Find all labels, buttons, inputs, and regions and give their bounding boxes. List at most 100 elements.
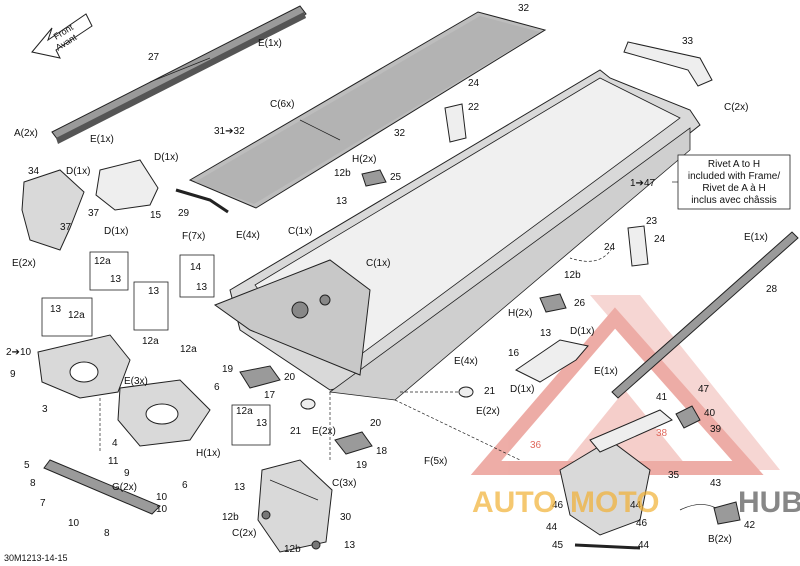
- front-bracket-4: [117, 379, 211, 447]
- callout-6-a: 6: [214, 382, 220, 393]
- callout-12a-a: 12a: [94, 256, 111, 267]
- callout-32-mid: 32: [394, 128, 406, 139]
- callout-13-b: 13: [196, 282, 208, 293]
- callout-12a-b: 12a: [68, 310, 85, 321]
- bracket-42: [713, 501, 741, 525]
- callout-c2x-b: C(2x): [232, 528, 256, 539]
- callout-2-10: 2➔10: [6, 347, 32, 358]
- callout-9-b: 9: [124, 468, 130, 479]
- callout-37-b: 37: [60, 222, 72, 233]
- callout-13-d: 13: [148, 286, 160, 297]
- callout-8-b: 8: [104, 528, 110, 539]
- slider-17: [239, 365, 281, 389]
- hinge-23: [627, 225, 649, 267]
- callout-43: 43: [710, 478, 722, 489]
- callout-13-c: 13: [50, 304, 62, 315]
- callout-34: 34: [28, 166, 40, 177]
- callout-32-top: 32: [518, 3, 530, 14]
- bracket-26: [539, 293, 567, 313]
- callout-44-a: 44: [630, 500, 642, 511]
- callout-26: 26: [574, 298, 586, 309]
- callout-39: 39: [710, 424, 722, 435]
- callout-9-a: 9: [10, 369, 16, 380]
- callout-22: 22: [468, 102, 480, 113]
- callout-7: 7: [40, 498, 46, 509]
- note-line-4: inclus avec châssis: [691, 195, 777, 206]
- callout-44-b: 44: [546, 522, 558, 533]
- callout-12a-c: 12a: [142, 336, 159, 347]
- detail-box-12a-13-pair: [41, 297, 93, 337]
- callout-e1x-top: E(1x): [258, 38, 282, 49]
- callout-d1x-e: D(1x): [510, 384, 534, 395]
- callout-19-b: 19: [356, 460, 368, 471]
- callout-45: 45: [552, 540, 564, 551]
- callout-10-b: 10: [156, 504, 168, 515]
- callout-44-c: 44: [638, 540, 650, 551]
- callout-e4x-top: E(4x): [236, 230, 260, 241]
- callout-8: 8: [30, 478, 36, 489]
- callout-21-a: 21: [290, 426, 302, 437]
- detail-box-14-13: [179, 254, 215, 298]
- callout-41: 41: [656, 392, 668, 403]
- callout-13-top: 13: [336, 196, 348, 207]
- dashed-leaders: [99, 247, 717, 511]
- callout-15: 15: [150, 210, 162, 221]
- callout-33: 33: [682, 36, 694, 47]
- note-line-3: Rivet de A à H: [702, 183, 765, 194]
- right-runner-rail: [611, 231, 799, 399]
- rivet-note-box: Rivet A to H included with Frame/ Rivet …: [672, 154, 791, 210]
- callout-35: 35: [668, 470, 680, 481]
- bracket-29: [175, 188, 229, 214]
- callout-e4x-mid: E(4x): [454, 356, 478, 367]
- callout-46-a: 46: [552, 500, 564, 511]
- callout-36: 36: [530, 440, 542, 451]
- callout-10-a: 10: [156, 492, 168, 503]
- callout-18: 18: [376, 446, 388, 457]
- callout-37-a: 37: [88, 208, 100, 219]
- callout-6-b: 6: [182, 480, 188, 491]
- cooler-30: [257, 459, 333, 553]
- callout-e2x-b: E(2x): [476, 406, 500, 417]
- callout-24-top: 24: [468, 78, 480, 89]
- diagram-code: 30M1213-14-15: [4, 553, 68, 563]
- callout-47: 47: [698, 384, 710, 395]
- grommet-21: [300, 386, 474, 410]
- watermark-text: AUTO MOTO HUB: [472, 486, 800, 519]
- callout-20-a: 20: [284, 372, 296, 383]
- callout-c1x-a: C(1x): [288, 226, 312, 237]
- callout-e2x-mid: E(2x): [312, 426, 336, 437]
- callout-c3x: C(3x): [332, 478, 356, 489]
- callout-24-b: 24: [604, 242, 616, 253]
- callout-19-a: 19: [222, 364, 234, 375]
- callout-12a-e: 12a: [236, 406, 253, 417]
- callout-3: 3: [42, 404, 48, 415]
- note-line-2: included with Frame/: [688, 171, 780, 182]
- front-direction-arrow: Front Avant: [31, 13, 93, 59]
- bracket-34: [21, 169, 85, 251]
- callout-17: 17: [264, 390, 276, 401]
- callout-21-b: 21: [484, 386, 496, 397]
- callout-d1x-b: D(1x): [154, 152, 178, 163]
- callout-a2x: A(2x): [14, 128, 38, 139]
- callout-13-g: 13: [344, 540, 356, 551]
- callout-13-a: 13: [110, 274, 122, 285]
- callout-29: 29: [178, 208, 190, 219]
- detail-box-13-cluster: [133, 281, 169, 331]
- main-tunnel-frame: [213, 69, 701, 401]
- callout-h2x: H(2x): [352, 154, 376, 165]
- callout-e1x-rail: E(1x): [90, 134, 114, 145]
- callout-14: 14: [190, 262, 202, 273]
- callout-11: 11: [108, 456, 119, 467]
- callout-5: 5: [24, 460, 30, 471]
- callout-f7x: F(7x): [182, 231, 205, 242]
- callout-12b-a: 12b: [222, 512, 239, 523]
- rear-suspension-bracket: [559, 405, 701, 536]
- bracket-16: [515, 339, 589, 383]
- callout-c2x-33: C(2x): [724, 102, 748, 113]
- callout-1-47: 1➔47: [630, 178, 656, 189]
- watermark-auto: AUTO: [472, 486, 556, 519]
- callout-g2x: G(2x): [112, 482, 137, 493]
- bracket-33: [623, 41, 713, 87]
- note-line-1: Rivet A to H: [708, 159, 760, 170]
- callout-13-h: 13: [540, 328, 552, 339]
